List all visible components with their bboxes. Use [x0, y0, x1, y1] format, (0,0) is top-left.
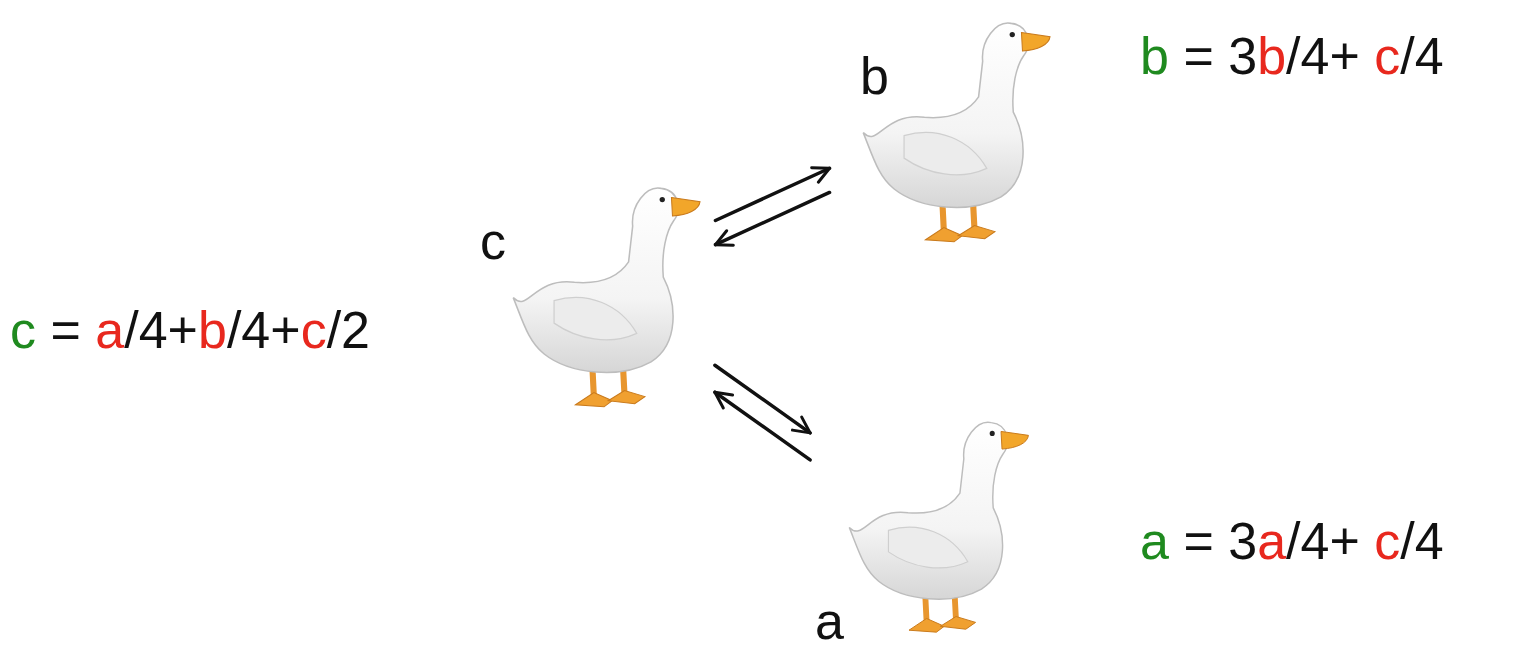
duck-node: a: [815, 405, 1035, 651]
duck-node: b: [835, 5, 1055, 250]
duck-illustration: [495, 170, 705, 415]
duck-illustration: [830, 405, 1035, 640]
connector-arrow: [715, 192, 829, 244]
duck-node: c: [470, 165, 710, 415]
equation-label: c = a/4+b/4+c/2: [10, 302, 370, 359]
equation-label: a = 3a/4+ c/4: [1140, 513, 1444, 570]
node-label: b: [860, 50, 889, 102]
equation-label: b = 3b/4+ c/4: [1140, 28, 1444, 85]
duck-illustration: [845, 5, 1055, 250]
node-label: a: [815, 595, 844, 647]
connector-arrow: [715, 168, 829, 220]
node-label: c: [480, 215, 506, 267]
connector-arrow: [715, 392, 810, 460]
connector-arrow: [715, 365, 810, 433]
